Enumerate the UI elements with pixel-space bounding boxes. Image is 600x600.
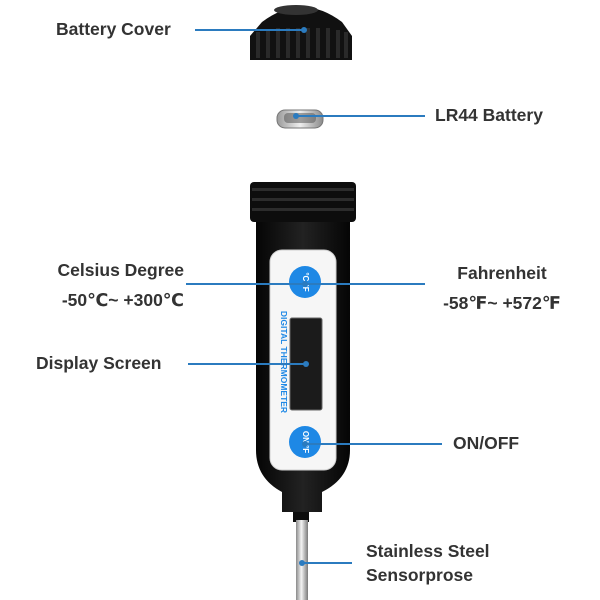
- celsius-label: Celsius Degree -50℃~ +300℃: [28, 259, 184, 312]
- battery-cover-label: Battery Cover: [56, 19, 171, 39]
- celsius-title: Celsius Degree: [57, 260, 184, 280]
- stainless-steel-probe: [293, 512, 309, 600]
- lr44-battery: [276, 109, 324, 129]
- display-screen-label: Display Screen: [36, 353, 162, 373]
- probe-label: Stainless Steel Sensorprose: [366, 540, 490, 587]
- celsius-range: -50℃~ +300℃: [61, 289, 184, 310]
- fahrenheit-title: Fahrenheit: [457, 263, 547, 283]
- on-off-label: ON/OFF: [453, 433, 520, 453]
- probe-label-line1: Stainless Steel: [366, 541, 490, 561]
- leader-lines: [186, 29, 442, 564]
- fahrenheit-label: Fahrenheit -58℉~ +572℉: [432, 262, 572, 315]
- probe-label-line2: Sensorprose: [366, 564, 473, 585]
- fahrenheit-range: -58℉~ +572℉: [443, 292, 561, 313]
- device-vertical-text: DIGITAL THERMOMETER: [279, 311, 289, 413]
- battery-label: LR44 Battery: [435, 105, 543, 125]
- thermometer-body: DIGITAL THERMOMETER °C °F ON °F: [250, 182, 356, 512]
- battery-cover: [250, 5, 352, 60]
